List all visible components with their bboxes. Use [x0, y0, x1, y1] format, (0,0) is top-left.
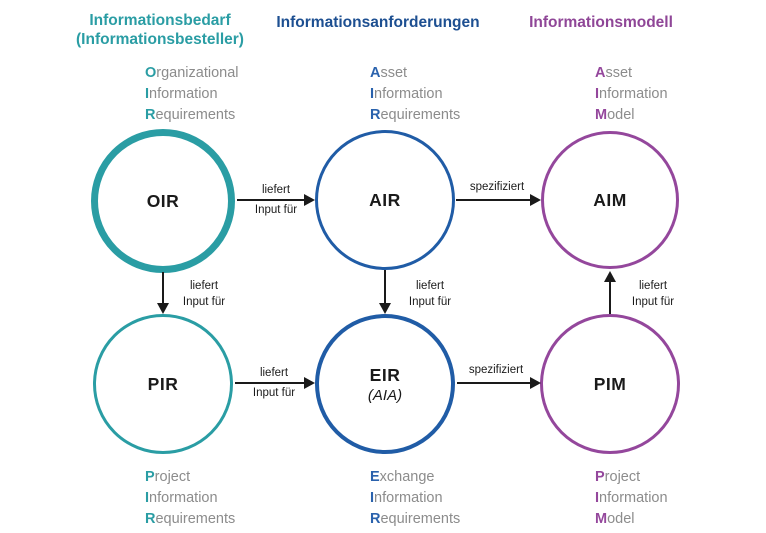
edge-label-pim-aim: liefert Input für [631, 280, 675, 308]
aim-node: AIM [541, 131, 679, 269]
column-header-informationsbedarf: Informationsbedarf (Informationsbestelle… [40, 11, 280, 49]
eir-node-sublabel: (AIA) [367, 386, 403, 404]
arrow-pim-to-aim [609, 282, 611, 314]
arrow-oir-to-air [237, 199, 304, 201]
column-header-line: Informationsanforderungen [276, 14, 480, 31]
arrowhead-up-icon [604, 271, 616, 282]
pim-expansion: Project Information Model [595, 469, 668, 527]
oir-node-label: OIR [146, 190, 180, 211]
aim-node-label: AIM [593, 189, 627, 210]
arrow-air-to-aim [456, 199, 530, 201]
column-header-informationsanforderungen: Informationsanforderungen [258, 13, 498, 32]
column-header-informationsmodell: Informationsmodell [481, 13, 721, 32]
column-header-line: Informationsmodell [529, 14, 673, 31]
air-node: AIR [315, 130, 455, 270]
aim-expansion: Asset Information Model [595, 65, 668, 123]
edge-label-eir-pim: spezifiziert [468, 364, 524, 376]
pim-node-label: PIM [593, 373, 627, 394]
arrowhead-right-icon [530, 377, 541, 389]
arrow-oir-to-pir [162, 272, 164, 303]
edge-label-pir-eir: liefert Input für [252, 367, 296, 399]
arrow-pir-to-eir [235, 382, 304, 384]
edge-label-oir-air: liefert Input für [254, 184, 298, 216]
pir-node: PIR [93, 314, 233, 454]
arrowhead-right-icon [304, 194, 315, 206]
arrow-air-to-eir [384, 270, 386, 303]
pim-node: PIM [540, 314, 680, 454]
eir-node: EIR (AIA) [315, 314, 455, 454]
edge-label-air-aim: spezifiziert [469, 181, 525, 193]
pir-node-label: PIR [147, 373, 179, 394]
pir-expansion: Project Information Requirements [145, 469, 236, 527]
eir-expansion: Exchange Information Requirements [370, 469, 461, 527]
edge-label-air-eir: liefert Input für [408, 280, 452, 308]
arrowhead-down-icon [379, 303, 391, 314]
arrowhead-right-icon [530, 194, 541, 206]
arrowhead-right-icon [304, 377, 315, 389]
air-expansion: Asset Information Requirements [370, 65, 461, 123]
column-header-subline: (Informationsbesteller) [76, 31, 244, 48]
oir-node: OIR [91, 129, 235, 273]
column-header-line: Informationsbedarf [89, 12, 231, 29]
arrow-eir-to-pim [457, 382, 530, 384]
arrowhead-down-icon [157, 303, 169, 314]
edge-label-oir-pir: liefert Input für [182, 280, 226, 308]
air-node-label: AIR [369, 189, 401, 210]
oir-expansion: Organizational Information Requirements [145, 65, 239, 123]
eir-node-label: EIR [369, 364, 401, 385]
